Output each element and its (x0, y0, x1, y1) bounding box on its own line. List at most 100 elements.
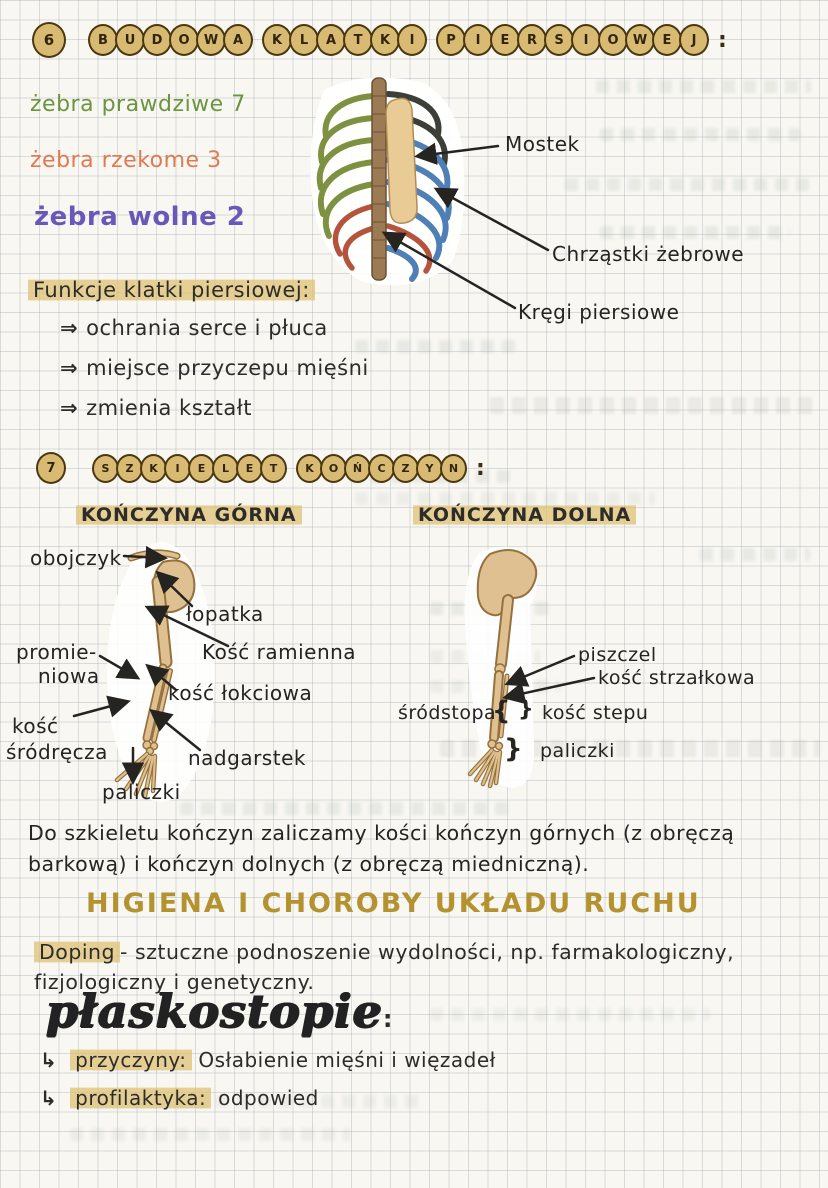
label-piszczel: piszczel (578, 644, 657, 666)
ghost-text (490, 397, 820, 414)
bubble-letter: O (320, 453, 347, 483)
bubble-letter: T (343, 24, 373, 56)
ghost-text (596, 80, 811, 93)
ghost-text (600, 128, 800, 141)
label-kosc-srodrecza-1: kość (12, 714, 59, 738)
bubble-letter: S (92, 453, 119, 483)
bubble-letter: L (289, 24, 319, 56)
note-zebra-prawdziwe: żebra prawdziwe 7 (30, 92, 246, 117)
function-item: ⇒zmienia kształt (60, 396, 252, 420)
limbs-summary-paragraph: Do szkieletu kończyn zaliczamy kości koń… (28, 821, 735, 876)
bubble-letter: O (169, 24, 199, 56)
bubble-letter: Y (416, 453, 443, 483)
label-kosc-stepu: kość stepu (542, 702, 649, 724)
label-srodstopa: śródstopa (398, 702, 497, 724)
flatfoot-prevention: ↳ profilaktyka: odpowied (40, 1085, 319, 1111)
bubble-letter: O (598, 24, 628, 56)
ghost-text (70, 1128, 350, 1141)
bubble-letter: A (316, 24, 346, 56)
bubble-letter: K (262, 24, 292, 56)
label-lopatka: łopatka (186, 602, 264, 626)
ghost-text (430, 602, 550, 615)
bubble-letter: I (164, 453, 191, 483)
brace-srodstopa: { (492, 696, 511, 726)
function-item: ⇒ochrania serce i płuca (60, 316, 328, 340)
label-chrzastki-zebrowe: Chrząstki żebrowe (552, 242, 745, 266)
note-zebra-rzekome: żebra rzekome 3 (30, 148, 222, 173)
ribcage-illustration (310, 77, 465, 286)
bubble-letter: U (115, 24, 145, 56)
brace-paliczki: } (504, 734, 523, 764)
arrow-bullet-icon: ⇒ (60, 316, 79, 340)
bubble-letter: K (140, 453, 167, 483)
section6-title-colon: : (718, 27, 727, 53)
bubble-letter: T (260, 453, 287, 483)
bubble-letter: L (212, 453, 239, 483)
ghost-text (700, 548, 810, 561)
bubble-letter: E (188, 453, 215, 483)
arrow-bullet-icon: ⇒ (60, 396, 79, 420)
doping-term: Doping (34, 939, 121, 965)
bubble-letter: P (436, 24, 466, 56)
bubble-letter: W (196, 24, 226, 56)
ghost-text (430, 680, 560, 693)
label-promieniowa-2: niowa (38, 664, 100, 688)
heading-konczyna-gorna: KOŃCZYNA GÓRNA (76, 503, 302, 527)
bubble-letter: Z (116, 453, 143, 483)
ghost-text (355, 340, 515, 353)
bubble-letter: S (544, 24, 574, 56)
bubble-letter: W (625, 24, 655, 56)
functions-heading: Funkcje klatki piersiowej: (28, 277, 315, 303)
hook-arrow-icon: ↳ (40, 1048, 58, 1072)
ghost-text (565, 178, 810, 191)
bubble-letter: I (463, 24, 493, 56)
flatfoot-causes: ↳ przyczyny: Osłabienie mięśni i więzade… (40, 1047, 496, 1073)
bubble-letter: Ń (344, 453, 371, 483)
ghost-text (440, 740, 820, 757)
section6-number: 6 (32, 22, 66, 58)
ghost-text (430, 1008, 710, 1021)
label-paliczki-leg: paliczki (540, 740, 615, 762)
bubble-letter: I (397, 24, 427, 56)
bubble-letter: B (88, 24, 118, 56)
bubble-letter: K (296, 453, 323, 483)
bubble-letter: K (370, 24, 400, 56)
ghost-text (600, 226, 790, 239)
heading-konczyna-dolna: KOŃCZYNA DOLNA (413, 503, 637, 527)
label-promieniowa-1: promie- (16, 640, 97, 664)
doping-definition: Doping- sztuczne podnoszenie wydolności,… (34, 939, 735, 994)
hook-arrow-icon: ↳ (40, 1086, 58, 1110)
ghost-text (355, 492, 655, 505)
arrow-bullet-icon: ⇒ (60, 356, 79, 380)
bubble-letter: J (679, 24, 709, 56)
label-kregi-piersiowe: Kręgi piersiowe (518, 300, 680, 324)
bubble-letter: E (490, 24, 520, 56)
bubble-letter: E (652, 24, 682, 56)
bubble-letter: A (223, 24, 253, 56)
label-paliczki-arm: paliczki (102, 780, 181, 804)
label-nadgarstek: nadgarstek (188, 746, 306, 770)
label-kosc-srodrecza-2: śródręcza (6, 740, 108, 764)
bubble-letter: C (368, 453, 395, 483)
label-kosc-lokciowa: kość łokciowa (168, 681, 313, 705)
label-kosc-strzalkowa: kość strzałkowa (598, 667, 756, 689)
label-mostek: Mostek (505, 132, 580, 156)
bubble-letter: R (517, 24, 547, 56)
section7-title-colon: : (476, 455, 485, 481)
bubble-letter: I (571, 24, 601, 56)
section7-number: 7 (36, 452, 66, 484)
label-kosc-ramienna: Kość ramienna (202, 640, 357, 664)
bubble-letter: E (236, 453, 263, 483)
note-zebra-wolne: żebra wolne 2 (34, 202, 246, 232)
bubble-letter: N (440, 453, 467, 483)
ghost-text (430, 650, 540, 663)
bubble-letter: D (142, 24, 172, 56)
ghost-text (180, 802, 510, 815)
hygiene-heading: HIGIENA I CHOROBY UKŁADU RUCHU (86, 888, 701, 919)
brace-stepu: } (518, 697, 534, 722)
label-obojczyk: obojczyk (30, 546, 122, 570)
